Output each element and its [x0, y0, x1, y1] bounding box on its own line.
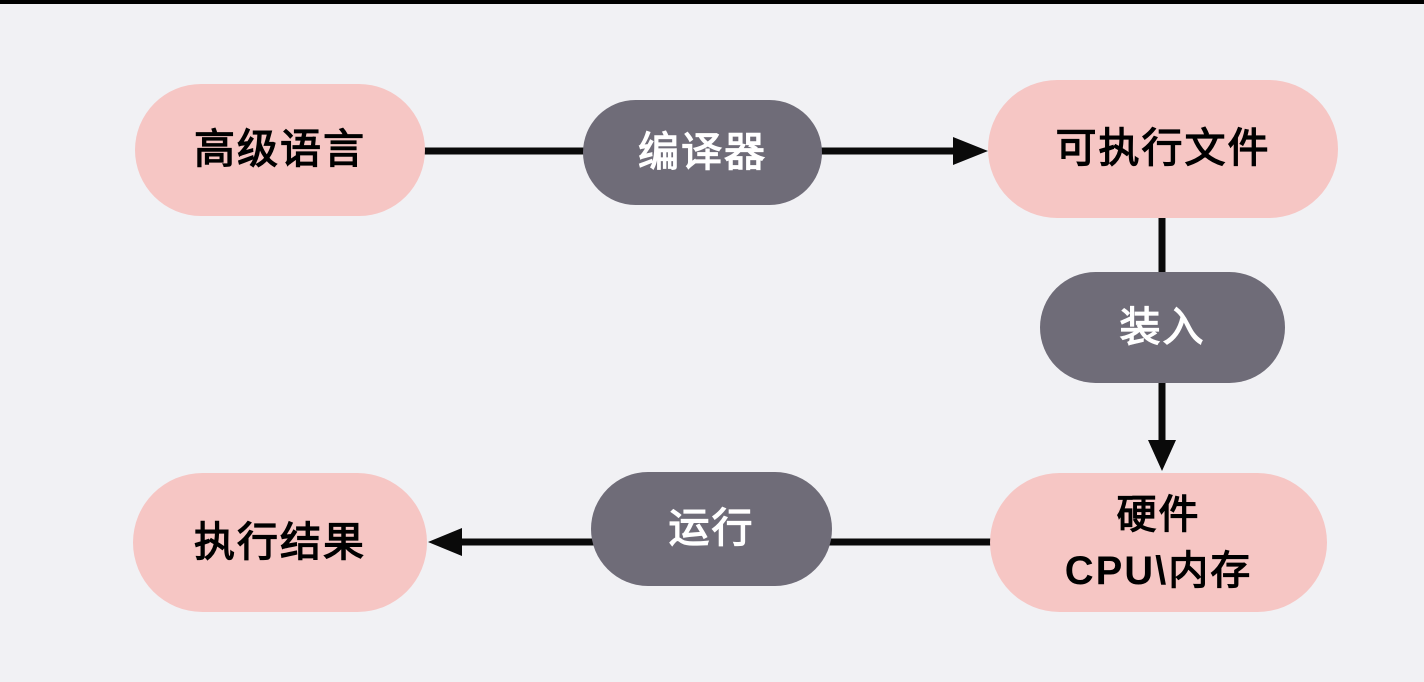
node-execution-result: 执行结果 [133, 473, 427, 612]
node-load: 装入 [1040, 272, 1285, 383]
node-high-level-language: 高级语言 [135, 84, 425, 216]
node-run: 运行 [591, 472, 832, 586]
node-hardware-label-line1: 硬件 [1116, 492, 1201, 537]
arrowhead-into-hardware [1148, 440, 1176, 471]
node-compiler: 编译器 [583, 100, 822, 205]
arrowhead-into-executable [953, 137, 988, 165]
top-border-band [0, 0, 1424, 4]
node-run-label: 运行 [668, 505, 755, 552]
node-compiler-label: 编译器 [638, 128, 767, 175]
node-execution-result-label: 执行结果 [194, 518, 366, 565]
node-hardware-label-line2: CPU\内存 [1064, 548, 1253, 593]
node-executable-file-label: 可执行文件 [1055, 125, 1271, 172]
node-load-label: 装入 [1119, 303, 1206, 350]
arrowhead-into-result [428, 528, 462, 556]
node-executable-file: 可执行文件 [988, 80, 1338, 218]
node-high-level-language-label: 高级语言 [194, 126, 366, 173]
node-hardware-cpu-memory: 硬件 CPU\内存 [990, 473, 1327, 612]
